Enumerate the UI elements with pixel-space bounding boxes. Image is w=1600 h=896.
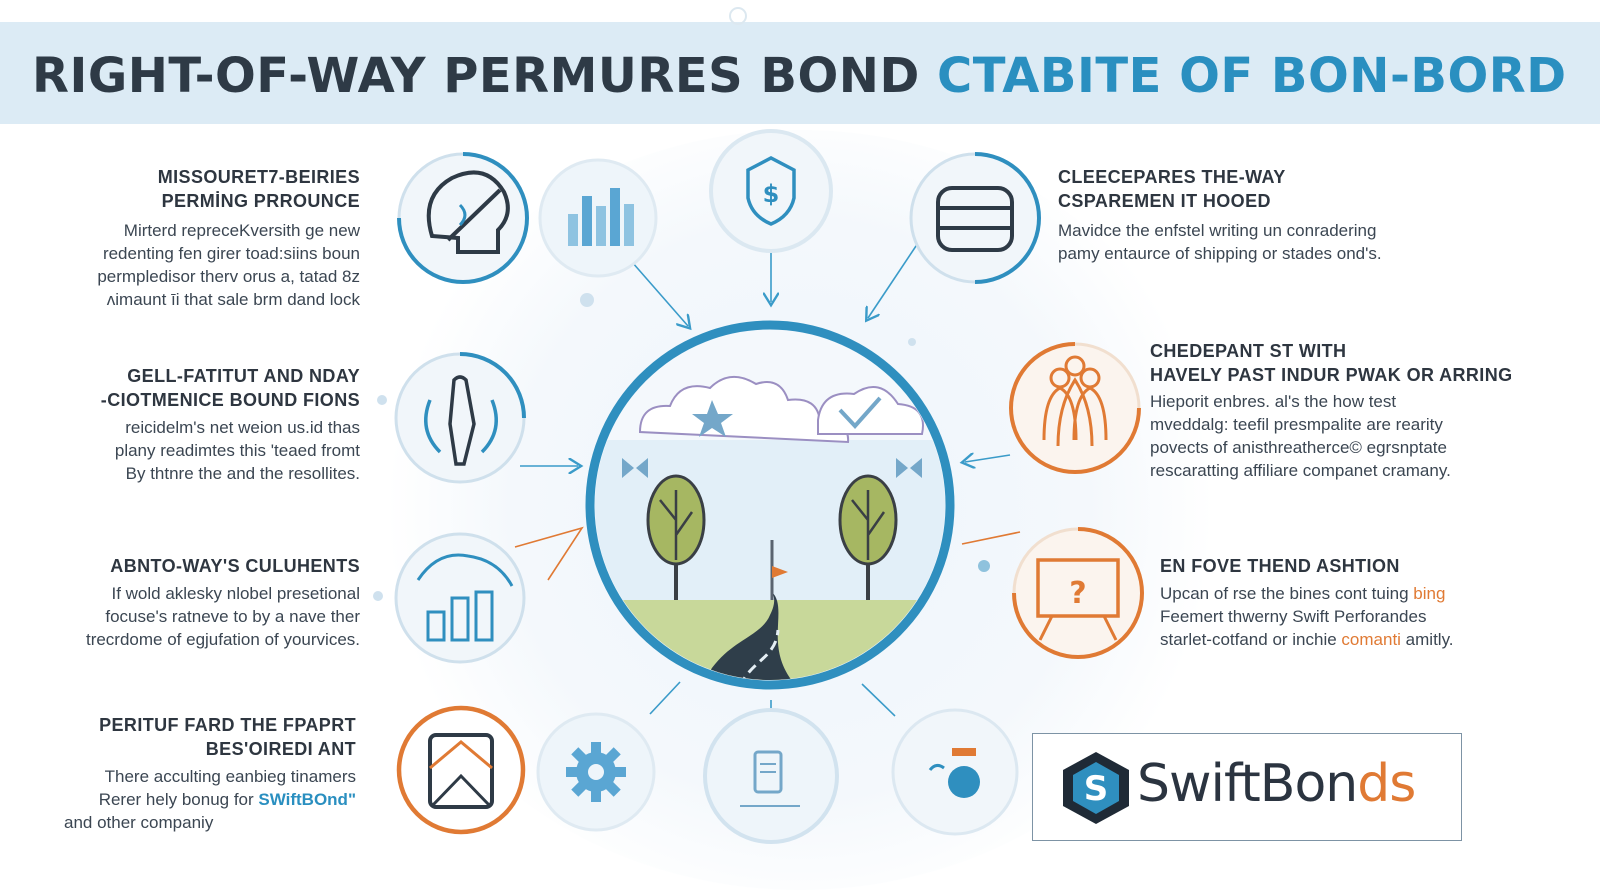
section-bottom-left: PERITUF FARD THE FPAPRT BES'OIREDI ANT T… <box>30 713 356 834</box>
section-body-line: Mavidce the enfstel writing un conraderi… <box>1058 221 1377 240</box>
logo-text-main: SwiftBon <box>1137 754 1358 814</box>
section-body-line: rescaratting affiliare companet cramany. <box>1150 461 1451 480</box>
monitor-question-icon: ? <box>1012 527 1144 659</box>
section-mid-right: CHEDEPANT ST WITH HAVELY PAST INDUR PWAK… <box>1150 339 1590 482</box>
section-heading: -CIOTMENICE BOUND FIONS <box>100 390 360 410</box>
section-heading: EN FOVE THEND ASHTION <box>1160 556 1400 576</box>
section-heading: CHEDEPANT ST WITH <box>1150 341 1347 361</box>
section-body-line: mveddalg: teefil presmpalite are rearity <box>1150 415 1443 434</box>
shield-dollar-icon: $ <box>709 129 833 253</box>
section-body-line: Feemert thwerny Swift Perforandes <box>1160 607 1427 626</box>
hand-chart-icon <box>394 532 526 664</box>
logo-mark-letter: S <box>1084 769 1109 809</box>
section-body-line: and other companiy <box>64 813 214 832</box>
body-text: Upcan of rse the bines cont tuing <box>1160 584 1414 603</box>
section-mid-left: GELL-FATITUT AND NDAY -CIOTMENICE BOUND … <box>30 364 360 485</box>
section-body-line: reicidelm's net weion us.id thas <box>125 418 360 437</box>
section-heading: MISSOURET7-BEIRIES <box>157 167 360 187</box>
section-heading: CSPAREMEN IT HOOED <box>1058 191 1271 211</box>
section-low-right: EN FOVE THEND ASHTION Upcan of rse the b… <box>1160 554 1580 651</box>
section-body-line: Hieporit enbres. al's the how test <box>1150 392 1397 411</box>
bar-chart-icon <box>538 158 658 278</box>
bottle-hand-icon <box>891 708 1019 836</box>
section-body-line: If wold aklesky nlobel presetional <box>111 584 360 603</box>
logo-wordmark: SwiftBonds <box>1137 748 1416 820</box>
section-body-line: permpledisor therv orus a, tatad 8z <box>97 267 360 286</box>
section-body-line: pamy entaurce of shipping or stades ond'… <box>1058 244 1382 263</box>
section-body-line: By thtnre the and the resollites. <box>125 464 360 483</box>
section-low-left: ABNTO-WAY'S CULUHENTS If wold aklesky nl… <box>30 554 360 651</box>
swiftbonds-logo: S SwiftBonds <box>1032 733 1462 841</box>
section-body-line: trecrdome of egjufation of yourvices. <box>85 630 360 649</box>
title-blue: CTABITE OF BON-BORD <box>937 48 1567 104</box>
road-landscape-icon <box>585 320 955 690</box>
section-body-line: povects of anisthreatherce© egrsnptate <box>1150 438 1447 457</box>
brand-mention: SWiftBOnd" <box>258 790 356 809</box>
section-body-line: Rerer hely bonug for SWiftBOnd" <box>30 788 356 811</box>
svg-text:$: $ <box>763 180 780 208</box>
server-stack-icon <box>909 152 1042 284</box>
section-heading: ABNTO-WAY'S CULUHENTS <box>110 556 360 576</box>
section-top-right: CLEECEPARES THE-WAY CSPAREMEN IT HOOED M… <box>1058 165 1538 265</box>
head-hand-icon <box>397 152 529 284</box>
section-body-line: redenting fen girer toad:siins boun <box>102 244 360 263</box>
section-body-line: starlet-cotfand or inchie comanti amitly… <box>1160 628 1580 651</box>
body-text-orange: bing <box>1413 584 1446 603</box>
gear-icon <box>536 712 656 832</box>
body-text-orange: comanti <box>1341 630 1401 649</box>
section-heading: HAVELY PAST INDUR PWAK OR ARRING <box>1150 365 1513 385</box>
section-body-line: Mirterd repreceKversith ge new <box>123 221 360 240</box>
document-device-icon <box>703 708 839 844</box>
section-body-line: focuse's ratneve to by a nave ther <box>105 607 360 626</box>
body-text: amitly. <box>1400 630 1454 649</box>
section-body-line: Upcan of rse the bines cont tuing bing <box>1160 582 1580 605</box>
section-heading: PERMİNG PRROUNCE <box>161 191 360 211</box>
section-heading: CLEECEPARES THE-WAY <box>1058 167 1286 187</box>
section-body-line: ʌimaunt īi that sale brm dand lock <box>106 290 360 309</box>
title-banner <box>0 22 1600 124</box>
logo-text-end: ds <box>1357 754 1416 814</box>
section-top-left: MISSOURET7-BEIRIES PERMİNG PRROUNCE Mir… <box>30 165 360 311</box>
body-text: Rerer hely bonug for <box>98 790 259 809</box>
body-text: starlet-cotfand or inchie <box>1160 630 1342 649</box>
svg-text:?: ? <box>1069 576 1086 611</box>
envelope-icon <box>396 705 526 835</box>
section-heading: PERITUF FARD THE FPAPRT <box>99 715 356 735</box>
section-heading: BES'OIREDI ANT <box>205 739 356 759</box>
section-body-line: plany readimtes this 'teaed fromt <box>114 441 360 460</box>
decor-dots <box>373 7 990 601</box>
figure-cycle-icon <box>394 352 526 484</box>
group-people-icon <box>1009 342 1141 474</box>
s-hexagon-icon: S <box>1063 752 1129 824</box>
section-body-line: There acculting eanbieg tinamers <box>104 767 356 786</box>
section-heading: GELL-FATITUT AND NDAY <box>127 366 360 386</box>
title-dark: RIGHT-OF-WAY PERMURES BOND <box>32 48 920 104</box>
page-title: RIGHT-OF-WAY PERMURES BOND CTABITE OF BO… <box>32 44 1572 108</box>
